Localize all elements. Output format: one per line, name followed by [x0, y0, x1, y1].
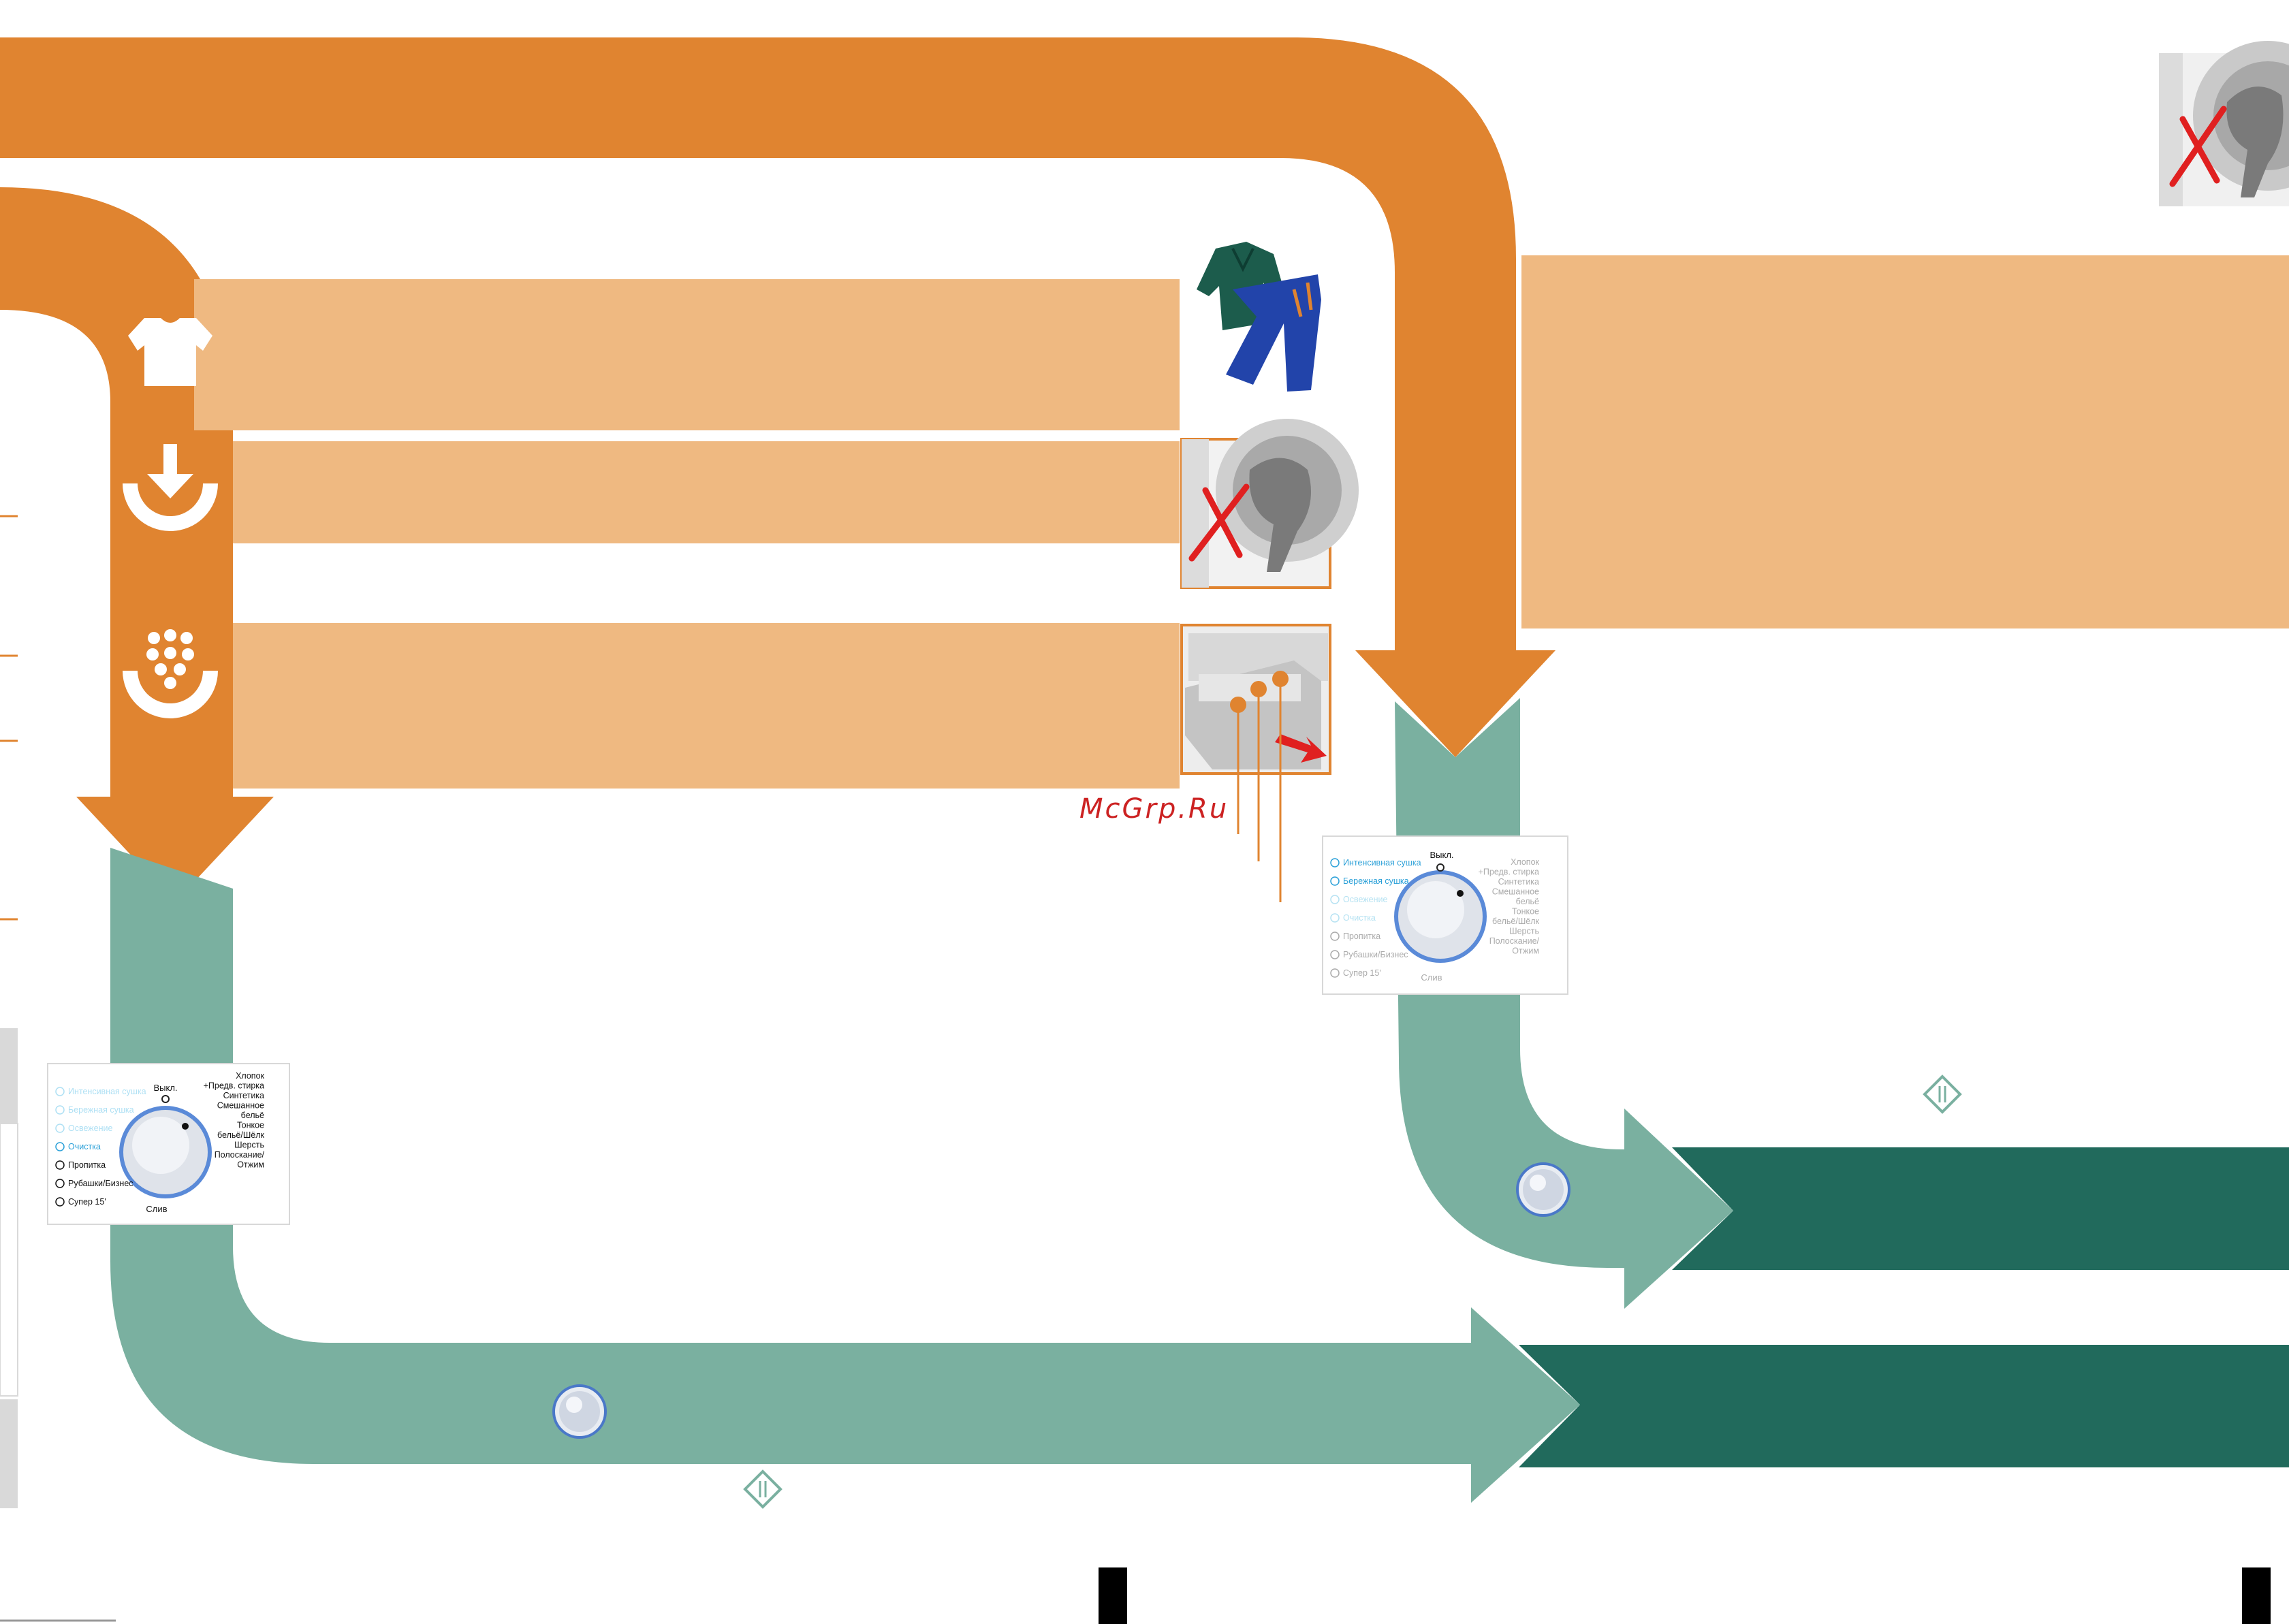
dial-program-label[interactable]: Полоскание/: [1489, 936, 1540, 946]
program-icon: [1330, 858, 1340, 867]
dial-top-label: Выкл.: [1430, 850, 1453, 860]
clothes-icon: [1197, 242, 1321, 392]
dial-program-label[interactable]: Очистка: [1343, 913, 1376, 923]
program-icon: [55, 1160, 65, 1170]
program-icon: [1330, 950, 1340, 959]
dial-program-label[interactable]: Бережная сушка: [68, 1105, 134, 1115]
dial-program-label[interactable]: бельё/Шёлк: [1492, 917, 1539, 926]
dial-program-label[interactable]: Освежение: [1343, 895, 1387, 904]
teal-arrowhead-bottom: [1471, 1307, 1580, 1503]
dial-program-label[interactable]: Отжим: [237, 1160, 264, 1170]
dial-program-label[interactable]: Очистка: [68, 1142, 101, 1151]
dial-right-items: Хлопок+Предв. стиркаСинтетикаСмешанноебе…: [204, 1071, 265, 1170]
start-pause-icon[interactable]: [1923, 1074, 1962, 1114]
dial-program-label[interactable]: Шерсть: [1509, 927, 1539, 936]
dial-program-label[interactable]: Шерсть: [234, 1141, 264, 1150]
tshirt-icon: [128, 318, 212, 386]
light-band-1: [194, 279, 1180, 430]
program-icon: [55, 1142, 65, 1151]
watermark: McGrp.Ru: [1079, 793, 1229, 825]
dial-program-label[interactable]: Хлопок: [236, 1071, 264, 1081]
dial-program-label[interactable]: Смешанное: [1492, 887, 1539, 897]
dial-program-label[interactable]: Отжим: [1512, 946, 1539, 956]
dial-program-label[interactable]: Интенсивная сушка: [1343, 858, 1421, 867]
start-pause-icon[interactable]: [743, 1469, 783, 1509]
light-band-3: [233, 623, 1180, 789]
teal-arrowhead-top: [1624, 1109, 1733, 1309]
dial-program-label[interactable]: Интенсивная сушка: [68, 1087, 146, 1096]
dial-program-label[interactable]: Тонкое: [237, 1121, 264, 1130]
program-icon: [55, 1179, 65, 1188]
drum-cross-icon: [1180, 419, 1359, 589]
left-edge-tabs: [0, 1028, 116, 1622]
dial-program-label[interactable]: бельё/Шёлк: [217, 1130, 264, 1140]
dial-program-label[interactable]: Бережная сушка: [1343, 876, 1409, 886]
program-icon: [55, 1087, 65, 1096]
dial-program-label[interactable]: Тонкое: [1512, 907, 1539, 917]
dial-program-label[interactable]: Полоскание/: [215, 1150, 265, 1160]
dial-program-label[interactable]: бельё: [241, 1111, 264, 1120]
dial-program-label[interactable]: Рубашки/Бизнес: [1343, 950, 1408, 959]
drum-cross-icon-top-right: [2159, 41, 2289, 206]
page-mark-left: [1099, 1567, 1127, 1624]
program-icon: [55, 1124, 65, 1133]
left-edge-marks: [0, 515, 18, 921]
orange-arrowhead-right: [1355, 650, 1556, 757]
orange-track-outer: [0, 37, 1516, 654]
dial-right-items: Хлопок+Предв. стиркаСинтетикаСмешанноебе…: [1479, 857, 1540, 956]
program-icon: [1330, 895, 1340, 904]
dial-program-label[interactable]: бельё: [1516, 897, 1539, 906]
program-icon: [1330, 913, 1340, 923]
dial-program-label[interactable]: Пропитка: [1343, 932, 1380, 941]
dial-program-label[interactable]: Рубашки/Бизнес: [68, 1179, 133, 1188]
dial-program-label[interactable]: Освежение: [68, 1124, 112, 1133]
light-band-right: [1521, 255, 2289, 628]
dial-program-label[interactable]: +Предв. стирка: [1479, 867, 1539, 877]
dial-top-label: Выкл.: [153, 1083, 177, 1093]
dial-bottom-label: Слив: [1421, 972, 1442, 983]
drawer-icon: [1180, 624, 1331, 902]
dial-program-label[interactable]: Синтетика: [1498, 877, 1539, 887]
dial-program-label[interactable]: Пропитка: [68, 1160, 106, 1170]
dial-program-label[interactable]: Синтетика: [223, 1091, 264, 1100]
detergent-icon: [123, 629, 218, 718]
teal-track-left: [110, 848, 1474, 1464]
dark-band-bottom: [1519, 1345, 2289, 1467]
dial-bottom-label: Слив: [146, 1204, 167, 1214]
dial-program-label[interactable]: Хлопок: [1511, 857, 1539, 867]
knob-icon[interactable]: [1516, 1162, 1570, 1217]
knob-icon[interactable]: [552, 1384, 607, 1439]
dark-band-top: [1672, 1147, 2289, 1270]
light-band-2: [233, 441, 1180, 543]
dial-program-label[interactable]: Смешанное: [217, 1101, 264, 1111]
dial-program-label[interactable]: Супер 15': [1343, 968, 1381, 978]
program-icon: [1330, 968, 1340, 978]
load-drum-icon: [123, 444, 218, 531]
program-icon: [1330, 932, 1340, 941]
program-icon: [55, 1197, 65, 1207]
program-icon: [1330, 876, 1340, 886]
dial-program-label[interactable]: Супер 15': [68, 1197, 106, 1207]
dial-program-label[interactable]: +Предв. стирка: [204, 1081, 264, 1091]
page-mark-right: [2242, 1567, 2271, 1624]
orange-arrowhead-left: [76, 797, 274, 902]
program-icon: [55, 1105, 65, 1115]
